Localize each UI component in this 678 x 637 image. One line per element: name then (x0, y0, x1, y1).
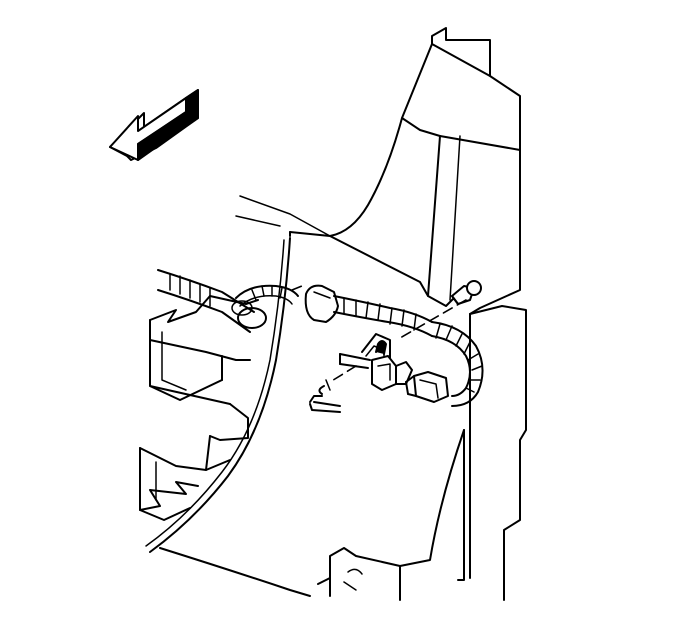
frame-bracket (139, 295, 259, 521)
wiring-harness (157, 269, 484, 407)
sensor (451, 280, 482, 305)
mounting-clip (309, 299, 467, 413)
electrical-connector (405, 371, 449, 403)
sensor-bracket (339, 333, 413, 391)
direction-arrow (109, 89, 199, 161)
body-panel (159, 27, 527, 601)
